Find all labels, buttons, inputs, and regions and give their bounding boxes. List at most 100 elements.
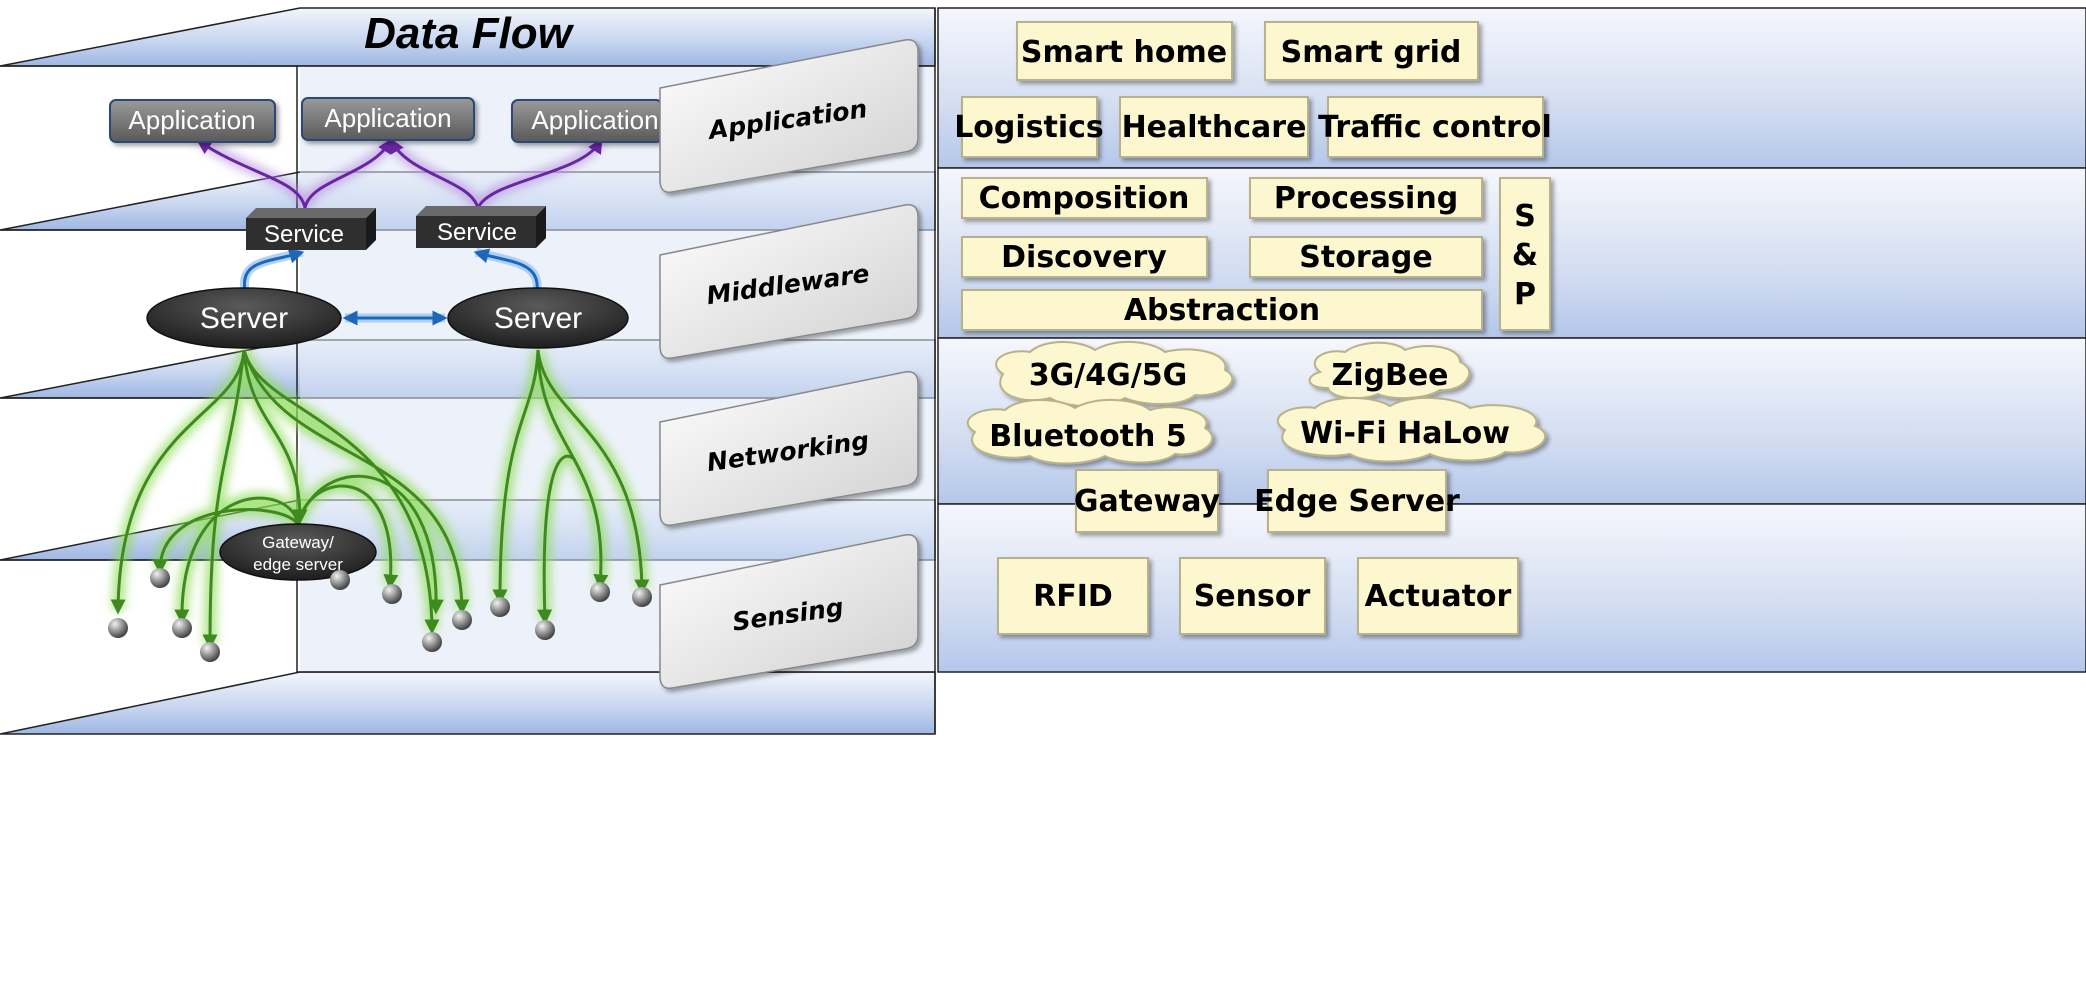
box-label: Logistics (954, 110, 1104, 145)
flow-services: Service Service (246, 206, 546, 250)
box-storage: Storage (1249, 236, 1483, 278)
box-label: Smart grid (1281, 35, 1462, 70)
box-composition: Composition (961, 177, 1208, 219)
box-label: Actuator (1365, 579, 1512, 614)
sensor-device-ball (535, 620, 555, 640)
networking-layer-items: 3G/4G/5G ZigBee Bluetooth 5 Wi-Fi HaLow … (966, 340, 1547, 533)
cloud-label: Bluetooth 5 (989, 419, 1186, 454)
box-label: Composition (979, 181, 1190, 216)
box-label: Abstraction (1124, 293, 1320, 328)
sensing-flow-line (492, 349, 540, 605)
service-to-application-arrows (196, 135, 605, 211)
service-node-1: Service (246, 208, 376, 250)
application-node-label: Application (531, 105, 658, 135)
sensing-flow-line (536, 349, 650, 595)
flow-applications: Application Application Application (109, 97, 663, 143)
application-node-1: Application (109, 99, 276, 143)
sensor-device-ball (108, 618, 128, 638)
box-processing: Processing (1249, 177, 1483, 219)
cloud-bluetooth-5: Bluetooth 5 (966, 399, 1214, 465)
sensor-device-ball (172, 618, 192, 638)
cloud-wifi-halow: Wi-Fi HaLow (1276, 397, 1547, 463)
box-rfid: RFID (997, 557, 1149, 635)
box-label: Processing (1274, 181, 1458, 216)
sensing-flow-line (242, 349, 308, 525)
server-node-label: Server (200, 302, 288, 335)
box-discovery: Discovery (961, 236, 1208, 278)
box-security-privacy: S & P (1499, 177, 1551, 331)
server-node-2: Server (447, 287, 629, 349)
diagram-title: Data Flow (364, 9, 575, 58)
box-label: RFID (1033, 579, 1113, 614)
application-node-label: Application (324, 103, 451, 133)
layer-tags: Application Middleware Networking Sensin… (659, 39, 919, 689)
cloud-3g-4g-5g: 3G/4G/5G (995, 340, 1234, 408)
sensor-device-ball (422, 632, 442, 652)
sensor-device-ball (632, 587, 652, 607)
box-traffic-control: Traffic control (1318, 96, 1552, 158)
box-label: Smart home (1021, 35, 1227, 70)
sensor-device-ball (490, 597, 510, 617)
sensor-device-ball (382, 584, 402, 604)
sensor-device-ball (452, 610, 472, 630)
layer-tag-middleware: Middleware (659, 204, 919, 359)
box-label: P (1514, 277, 1536, 312)
middleware-layer-boxes: Composition Processing Discovery Storage… (961, 177, 1551, 331)
service-node-2: Service (416, 206, 546, 248)
box-abstraction: Abstraction (961, 289, 1483, 331)
box-label: Healthcare (1122, 110, 1307, 145)
sensing-data-flows (110, 348, 650, 650)
box-label: Traffic control (1318, 110, 1552, 145)
application-node-2: Application (301, 97, 475, 141)
sensing-flow-line (242, 349, 440, 635)
sensor-devices (108, 568, 652, 662)
gateway-edge-server-node: Gateway/ edge server (219, 523, 377, 581)
cloud-label: ZigBee (1331, 358, 1448, 393)
sensing-layer-boxes: RFID Sensor Actuator (997, 557, 1519, 635)
slab-sensing (0, 671, 936, 735)
box-logistics: Logistics (954, 96, 1104, 158)
cloud-label: 3G/4G/5G (1029, 358, 1187, 393)
application-layer-boxes: Smart home Smart grid Logistics Healthca… (954, 21, 1552, 158)
box-label: Discovery (1001, 240, 1167, 275)
cloud-label: Wi-Fi HaLow (1300, 416, 1510, 451)
box-label: Edge Server (1254, 484, 1460, 519)
box-actuator: Actuator (1357, 557, 1519, 635)
sensor-device-ball (330, 570, 350, 590)
application-node-3: Application (511, 99, 663, 143)
sensing-flow-line (537, 454, 577, 625)
layer-tag-networking: Networking (659, 371, 919, 526)
application-node-label: Application (128, 105, 255, 135)
box-edge-server: Edge Server (1254, 469, 1460, 533)
sensing-flow-line (296, 474, 444, 615)
box-smart-grid: Smart grid (1264, 21, 1479, 81)
sensor-device-ball (150, 568, 170, 588)
box-label: Sensor (1194, 579, 1311, 614)
box-label: Storage (1299, 240, 1432, 275)
server-node-1: Server (146, 287, 342, 349)
layer-tag-application: Application (659, 39, 919, 193)
sensing-flow-line (202, 349, 246, 650)
sensor-device-ball (590, 582, 610, 602)
service-node-label: Service (264, 221, 344, 248)
gateway-label-line2: edge server (253, 555, 343, 574)
box-healthcare: Healthcare (1119, 96, 1309, 158)
box-label: S (1514, 199, 1536, 234)
box-smart-home: Smart home (1016, 21, 1233, 81)
layer-tag-sensing: Sensing (659, 534, 919, 689)
sensing-flow-line (174, 496, 300, 625)
box-label: Gateway (1074, 484, 1221, 519)
flow-servers: Server Server (146, 287, 629, 349)
sensing-flow-line (242, 349, 470, 615)
sensor-device-ball (200, 642, 220, 662)
box-sensor: Sensor (1179, 557, 1326, 635)
box-label: & (1512, 238, 1538, 273)
sensing-flow-line (110, 349, 246, 615)
gateway-label-line1: Gateway/ (262, 533, 334, 552)
service-node-label: Service (437, 219, 517, 246)
server-node-label: Server (494, 302, 582, 335)
box-gateway: Gateway (1074, 469, 1221, 533)
server-to-service-arrows (240, 247, 542, 326)
